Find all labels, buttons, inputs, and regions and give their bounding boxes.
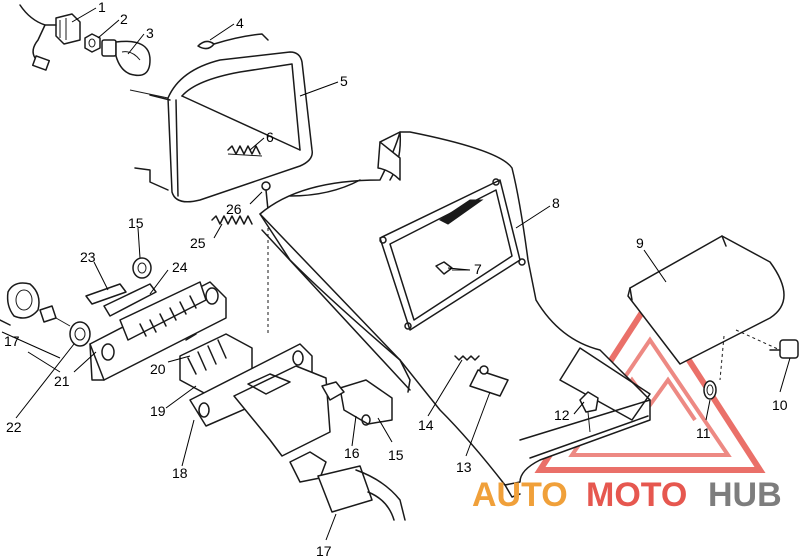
callout-20: 20	[150, 361, 166, 377]
part-fastener-12	[579, 391, 599, 433]
callout-13: 13	[456, 459, 472, 475]
part-connector-lower	[289, 451, 406, 521]
part-strip-24	[103, 283, 157, 317]
part-adjust-spring-lower	[211, 215, 253, 225]
part-bulb-socket	[19, 4, 81, 71]
watermark-text: AUTO MOTO HUB	[472, 476, 782, 514]
part-switch-bracket	[89, 281, 227, 381]
callout-15-upper: 15	[128, 215, 144, 231]
callout-17-left: 17	[4, 333, 20, 349]
callout-4: 4	[236, 15, 244, 31]
callout-19: 19	[150, 403, 166, 419]
callout-10: 10	[772, 397, 788, 413]
callout-leaders	[1, 7, 791, 541]
callout-3: 3	[146, 25, 154, 41]
callout-24: 24	[172, 259, 188, 275]
part-cover-knob	[735, 329, 799, 359]
part-grommet-15	[132, 257, 152, 279]
callout-5: 5	[340, 73, 348, 89]
callout-26: 26	[226, 201, 242, 217]
watermark-auto: AUTO	[472, 476, 568, 514]
part-screw-26	[261, 181, 271, 335]
part-bulb	[101, 39, 151, 77]
part-long-screw	[454, 355, 489, 375]
part-access-cover	[627, 235, 785, 365]
callout-7: 7	[474, 261, 482, 277]
watermark-moto: MOTO	[586, 476, 687, 514]
part-bulb-nut	[84, 33, 101, 53]
callout-labels: 1 2 3 4 5 6 7 8 9 10 11 12 13 14 15 15 1…	[4, 0, 788, 559]
callout-17-lower: 17	[316, 543, 332, 559]
callout-23: 23	[80, 249, 96, 265]
part-grommet-11	[703, 335, 725, 400]
callout-12: 12	[554, 407, 570, 423]
part-switch-16	[321, 379, 393, 426]
part-adjust-spring-upper	[227, 145, 263, 157]
part-connector-left	[0, 282, 71, 327]
callout-18: 18	[172, 465, 188, 481]
callout-2: 2	[120, 11, 128, 27]
callout-14: 14	[418, 417, 434, 433]
callout-1: 1	[98, 0, 106, 15]
part-lower-housing	[189, 343, 331, 457]
watermark-hub: HUB	[708, 476, 782, 514]
callout-8: 8	[552, 195, 560, 211]
callout-9: 9	[636, 235, 644, 251]
callout-21: 21	[54, 373, 70, 389]
callout-11: 11	[696, 425, 711, 441]
part-hood-panel	[259, 131, 651, 498]
callout-6: 6	[266, 129, 274, 145]
callout-15-lower: 15	[388, 447, 404, 463]
part-headlight-housing	[129, 51, 313, 203]
part-wire-clip	[197, 33, 269, 50]
callout-22: 22	[6, 419, 22, 435]
part-ring-nut	[69, 321, 91, 347]
part-decal-23	[85, 283, 127, 305]
callout-16: 16	[344, 445, 360, 461]
callout-25: 25	[190, 235, 206, 251]
